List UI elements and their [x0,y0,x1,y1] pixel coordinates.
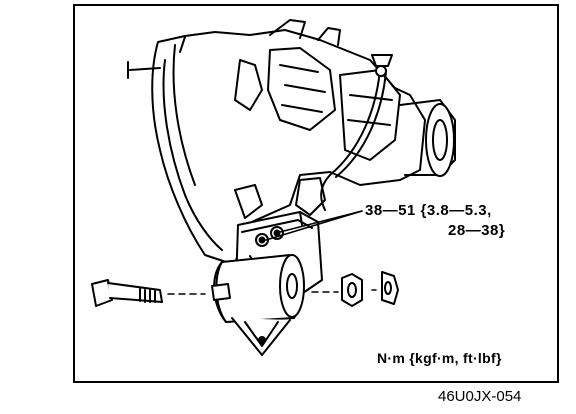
mount-rubber [211,254,305,356]
transaxle-case [127,19,456,266]
torque-spec-line2: 28—38} [448,222,506,239]
units-label: N·m {kgf·m, ft·lbf} [377,350,502,366]
nut-and-washer [311,271,399,307]
torque-spec-line1: 38—51 {3.8—5.3, [365,202,492,219]
torque-leaders [265,210,363,241]
figure-code: 46U0JX-054 [438,388,522,405]
through-bolt [91,279,206,307]
